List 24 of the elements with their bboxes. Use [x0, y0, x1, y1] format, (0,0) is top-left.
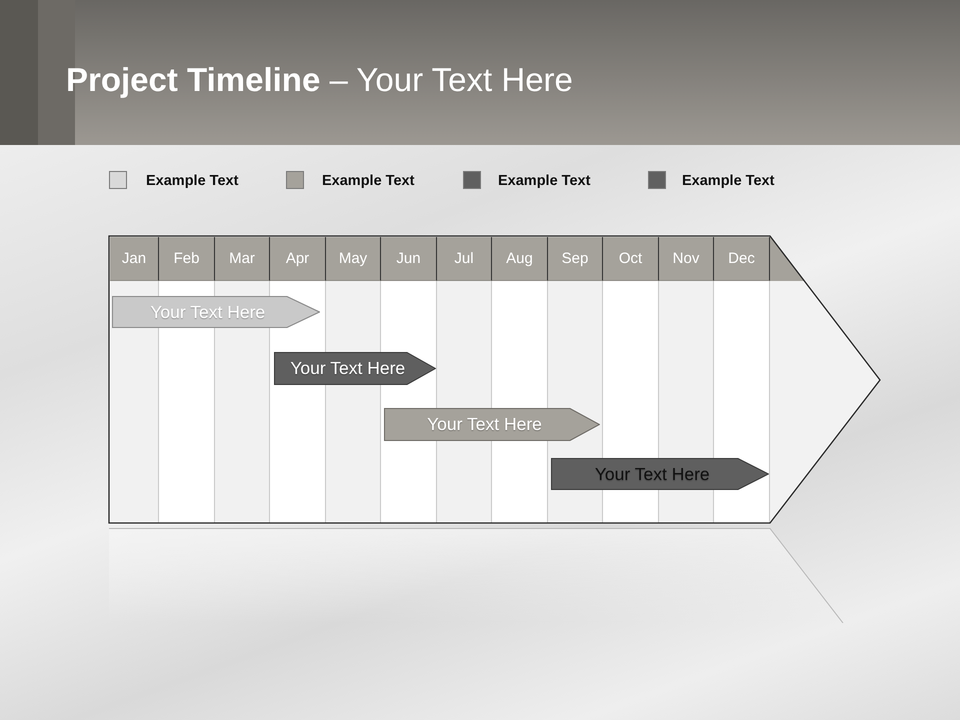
month-header: Sep [548, 237, 603, 281]
month-header: Oct [603, 237, 659, 281]
month-header: Jul [437, 237, 492, 281]
month-header: Jun [381, 237, 437, 281]
task-bar [384, 408, 600, 441]
month-header: Mar [215, 237, 270, 281]
legend-label: Example Text [682, 172, 774, 190]
month-header: Feb [159, 237, 215, 281]
month-header: May [326, 237, 381, 281]
legend-label: Example Text [146, 172, 238, 190]
month-header: Apr [270, 237, 326, 281]
task-label: Your Text Here [427, 414, 542, 435]
month-header: Nov [659, 237, 714, 281]
task-label: Your Text Here [290, 358, 406, 379]
legend-label: Example Text [498, 172, 590, 190]
task-bar [112, 296, 320, 328]
task-bar [551, 458, 769, 490]
task-bar [274, 352, 436, 385]
task-label: Your Text Here [594, 464, 710, 484]
legend-label: Example Text [322, 172, 414, 190]
month-header: Dec [714, 237, 770, 281]
slide-title: Project Timeline – Your Text Here [66, 60, 573, 100]
month-header: Jan [110, 237, 159, 281]
month-header: Aug [492, 237, 548, 281]
